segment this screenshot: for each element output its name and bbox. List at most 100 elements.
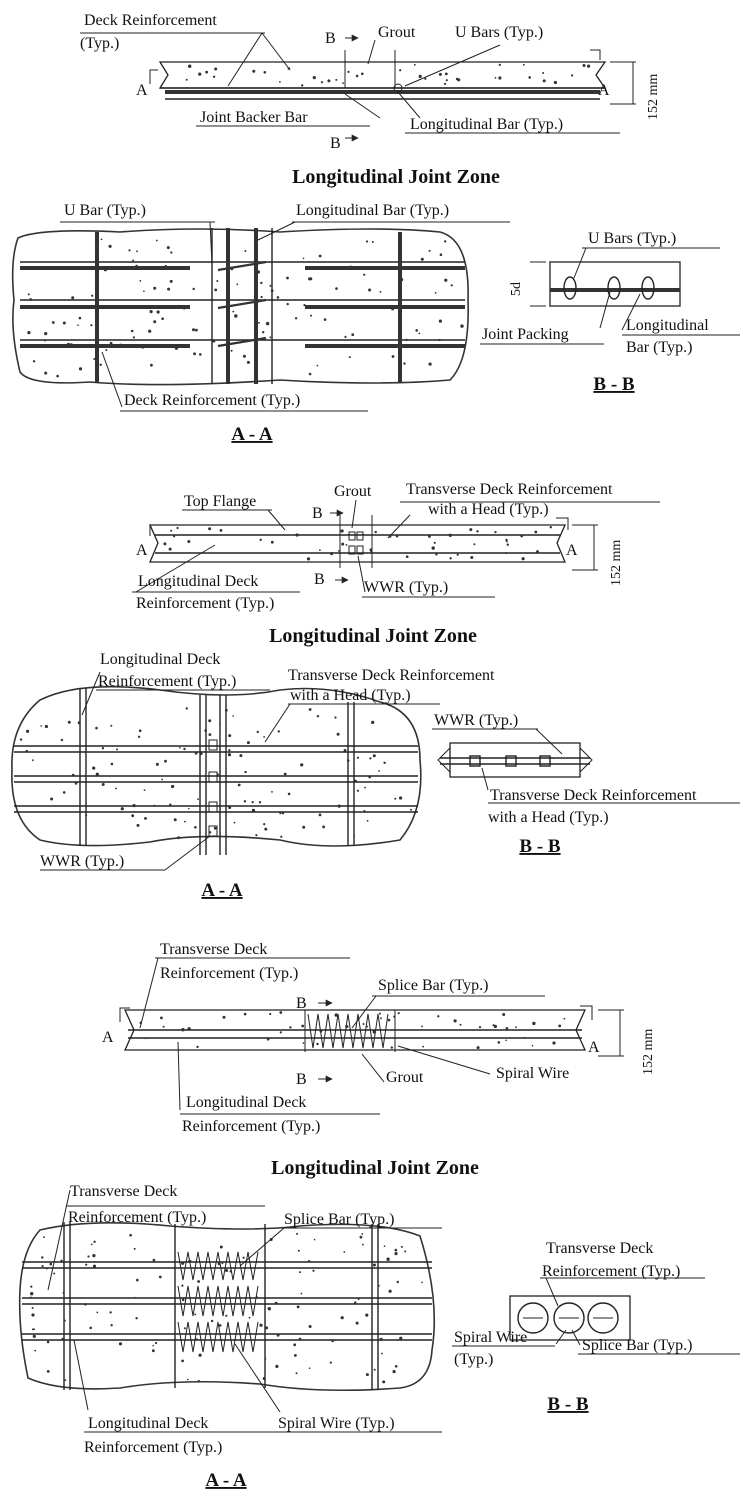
- concrete-dot: [335, 78, 338, 81]
- leader: [234, 1343, 281, 1413]
- concrete-dot: [390, 1046, 393, 1049]
- panel-1-u-bar-detail: Deck Reinforcement (Typ.) B Grout U Bars…: [11, 12, 740, 445]
- concrete-dot: [262, 331, 265, 334]
- concrete-dot: [108, 244, 112, 248]
- concrete-dot: [459, 1023, 462, 1026]
- concrete-dot: [334, 1013, 338, 1017]
- concrete-dot: [133, 1247, 136, 1250]
- concrete-dot: [248, 1316, 251, 1319]
- concrete-dot: [183, 1327, 186, 1330]
- concrete-dot: [316, 364, 319, 367]
- concrete-dot: [214, 288, 218, 292]
- concrete-dot: [428, 535, 431, 538]
- concrete-dot: [260, 295, 263, 299]
- label-grout: Grout: [378, 24, 416, 41]
- concrete-dot: [258, 801, 262, 804]
- concrete-dot: [173, 818, 177, 822]
- concrete-dot: [132, 336, 135, 339]
- concrete-dot: [74, 782, 78, 785]
- concrete-dot: [130, 329, 134, 333]
- concrete-dot: [198, 72, 202, 76]
- concrete-dot: [62, 791, 66, 794]
- leader: [164, 835, 211, 871]
- concrete-dot: [424, 77, 427, 80]
- concrete-dot: [236, 283, 239, 286]
- wwr-head: [469, 755, 481, 767]
- concrete-dot: [199, 353, 202, 356]
- leader: [257, 221, 296, 241]
- concrete-dot: [232, 310, 235, 313]
- concrete-dot: [115, 787, 117, 790]
- label-section-a: A: [588, 1039, 600, 1056]
- concrete-dot: [498, 76, 502, 80]
- concrete-dot: [93, 1240, 96, 1244]
- section-title-b-b: B - B: [519, 836, 561, 857]
- concrete-dot: [173, 535, 176, 538]
- concrete-dot: [224, 708, 228, 712]
- concrete-dot: [169, 279, 173, 283]
- concrete-dot: [228, 734, 232, 738]
- concrete-dot: [322, 825, 325, 829]
- concrete-dot: [433, 541, 436, 544]
- wwr-head: [356, 545, 364, 555]
- concrete-dot: [449, 557, 452, 560]
- concrete-dot: [144, 1037, 147, 1040]
- spiral-section: [587, 1302, 619, 1334]
- concrete-dot: [256, 270, 260, 274]
- concrete-dot: [26, 729, 30, 733]
- concrete-dot: [450, 284, 453, 287]
- label-longitudinal-2: Reinforcement (Typ.): [84, 1439, 222, 1456]
- concrete-dot: [255, 834, 258, 837]
- concrete-dot: [92, 766, 96, 770]
- u-bar: [217, 260, 267, 272]
- concrete-dot: [438, 72, 442, 76]
- concrete-dot: [266, 1038, 270, 1041]
- concrete-dot: [331, 1339, 335, 1343]
- concrete-dot: [91, 294, 94, 297]
- concrete-dot: [379, 291, 382, 293]
- panel-1-plan-a-a: U Bar (Typ.) Longitudinal Bar (Typ.) Dec…: [11, 202, 510, 445]
- concrete-dot: [582, 64, 586, 67]
- concrete-dot: [357, 1298, 360, 1301]
- concrete-dot: [366, 820, 369, 822]
- concrete-dot: [29, 298, 32, 301]
- concrete-dot: [269, 336, 272, 339]
- concrete-dot: [369, 757, 372, 760]
- concrete-dot: [263, 71, 267, 74]
- concrete-dot: [302, 1042, 305, 1044]
- leader: [135, 544, 216, 593]
- label-longitudinal-1: Longitudinal Deck: [186, 1094, 306, 1111]
- deck-slab-elevation: [148, 524, 567, 563]
- concrete-dot: [443, 82, 447, 85]
- concrete-dot: [242, 354, 246, 358]
- label-longitudinal-2: Reinforcement (Typ.): [98, 673, 236, 690]
- leader: [101, 351, 123, 408]
- concrete-dot: [156, 310, 160, 314]
- section-a-cut-right: [556, 517, 569, 530]
- concrete-dot: [150, 363, 153, 367]
- concrete-dot: [356, 789, 359, 792]
- concrete-dot: [182, 307, 186, 310]
- leader: [397, 91, 421, 119]
- panel-2-section-b-b: WWR (Typ.) Transverse Deck Reinforcement…: [432, 712, 740, 857]
- concrete-dot: [340, 1316, 344, 1320]
- concrete-dot: [167, 287, 171, 291]
- concrete-dot: [300, 763, 304, 767]
- concrete-dot: [243, 800, 247, 803]
- concrete-dot: [160, 1016, 163, 1020]
- concrete-dot: [60, 738, 64, 742]
- concrete-dot: [85, 1263, 88, 1266]
- label-longitudinal-1: Longitudinal Deck: [88, 1415, 208, 1432]
- concrete-dot: [405, 555, 409, 558]
- section-title-a-a: A - A: [201, 880, 242, 901]
- wwr-head: [208, 771, 218, 783]
- concrete-dot: [279, 1011, 283, 1014]
- label-splice-bar: Splice Bar (Typ.): [582, 1337, 692, 1354]
- concrete-dot: [219, 1245, 223, 1249]
- concrete-dot: [90, 1243, 93, 1246]
- concrete-dot: [453, 1019, 457, 1023]
- concrete-dot: [356, 756, 359, 759]
- concrete-dot: [365, 1373, 369, 1377]
- concrete-dot: [229, 1270, 233, 1273]
